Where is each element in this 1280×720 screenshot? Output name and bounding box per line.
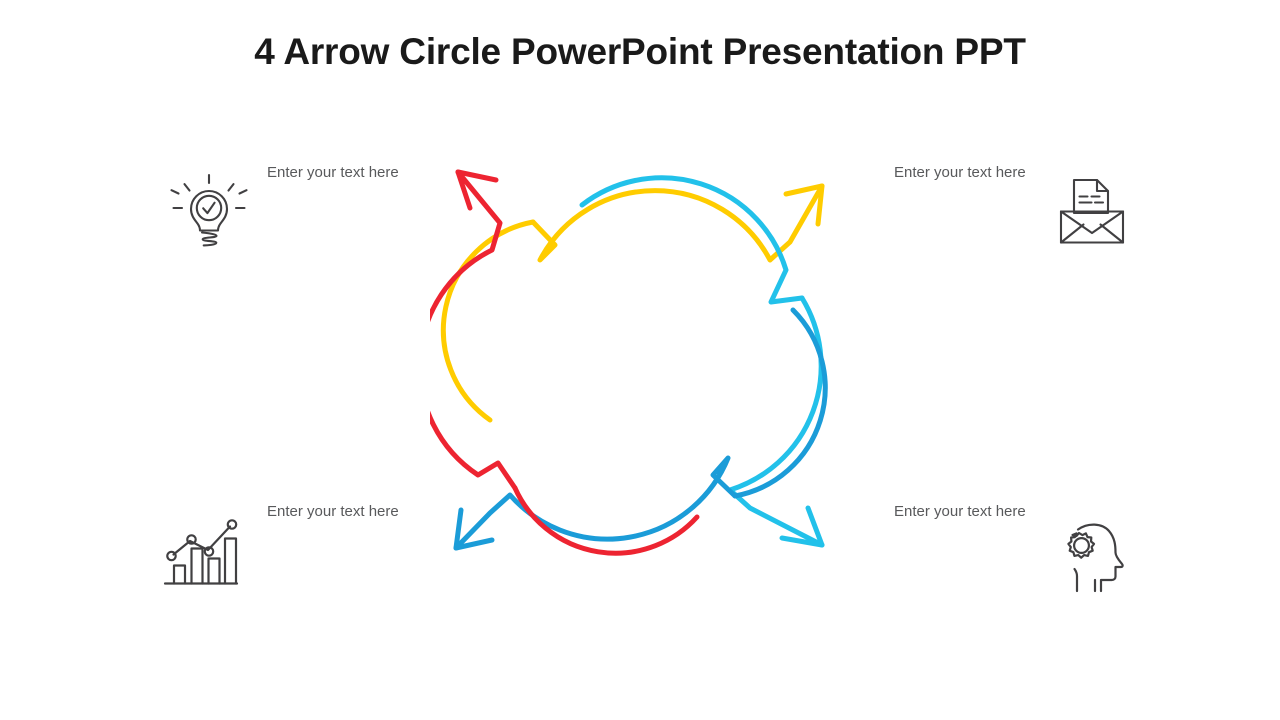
label-top-right: Enter your text here xyxy=(894,164,1026,181)
label-bottom-right: Enter your text here xyxy=(894,503,1026,520)
four-arrow-circle-diagram xyxy=(430,150,850,570)
label-top-left: Enter your text here xyxy=(267,164,399,181)
page-title: 4 Arrow Circle PowerPoint Presentation P… xyxy=(254,31,1026,72)
envelope-document-icon xyxy=(1044,163,1140,259)
segment-right-cyan xyxy=(579,175,825,548)
segment-bottom-blue xyxy=(453,307,828,551)
head-gear-icon xyxy=(1044,506,1140,602)
lightbulb-check-icon xyxy=(161,163,257,259)
bar-chart-growth-icon xyxy=(153,506,249,602)
label-bottom-left: Enter your text here xyxy=(267,503,399,520)
segment-left-red xyxy=(430,169,700,556)
